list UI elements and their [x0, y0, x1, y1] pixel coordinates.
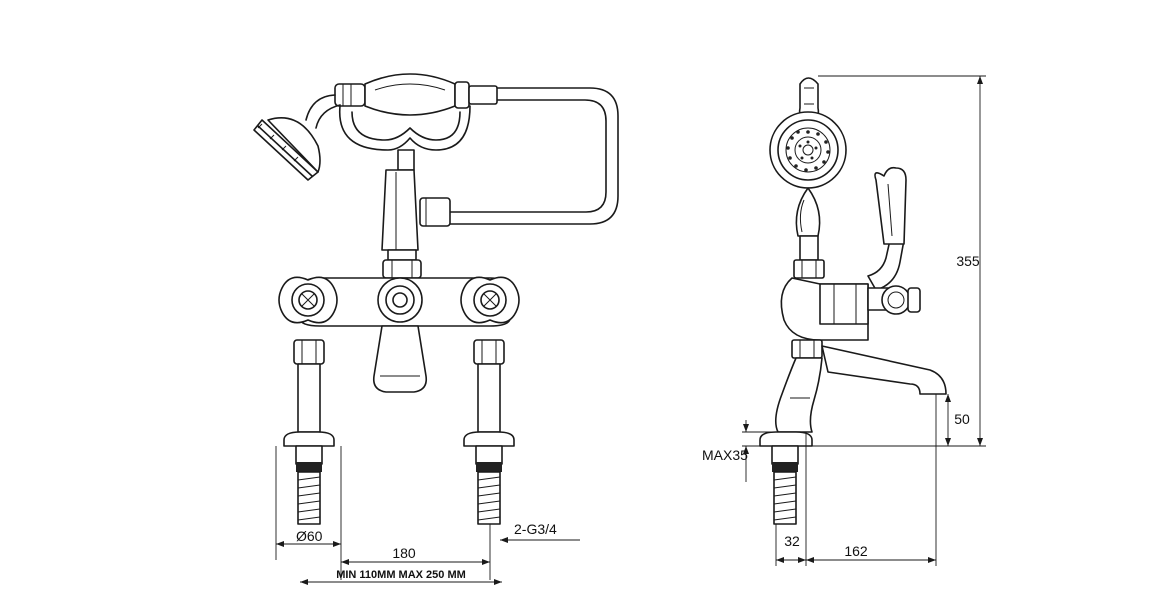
label-pillar-offset: 32	[784, 533, 800, 549]
hose-connector	[419, 197, 451, 227]
riser	[381, 149, 422, 279]
leg-right	[463, 339, 515, 525]
hose-loop	[449, 87, 619, 225]
front-view	[253, 73, 619, 585]
leg-left	[283, 339, 335, 525]
handle-right	[460, 276, 520, 324]
handset-grip	[795, 187, 821, 237]
label-spout-height: 50	[954, 411, 970, 427]
label-thread: 2-G3/4	[514, 521, 557, 537]
shower-head-side	[769, 111, 847, 189]
handset	[305, 73, 498, 151]
side-dimensions	[742, 75, 986, 566]
label-centers: 180	[392, 545, 416, 561]
shower-head-front	[253, 117, 321, 181]
label-diameter: Ø60	[296, 528, 323, 544]
label-deck-max: MAX35	[702, 447, 748, 463]
label-height-total: 355	[956, 253, 980, 269]
spout-front	[372, 325, 428, 393]
lever-handle	[867, 166, 921, 315]
front-dimensions	[275, 446, 580, 585]
label-projection: 162	[844, 543, 868, 559]
label-range: MIN 110MM MAX 250 MM	[336, 569, 466, 581]
side-view	[742, 75, 986, 566]
pillar-side	[774, 357, 823, 433]
handle-left	[278, 276, 338, 324]
spout-side	[821, 345, 947, 395]
